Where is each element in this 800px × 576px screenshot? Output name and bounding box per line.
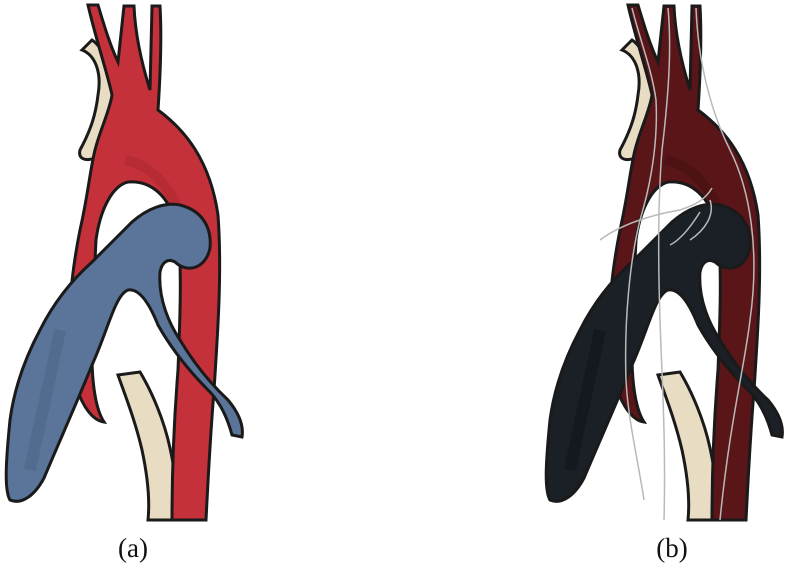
panel-b-rendering (544, 3, 784, 522)
panel-b-label: (b) (656, 533, 688, 563)
panel-a-label: (a) (118, 533, 148, 563)
centerline-overlay (599, 7, 755, 521)
panel-a-rendering (4, 3, 244, 522)
